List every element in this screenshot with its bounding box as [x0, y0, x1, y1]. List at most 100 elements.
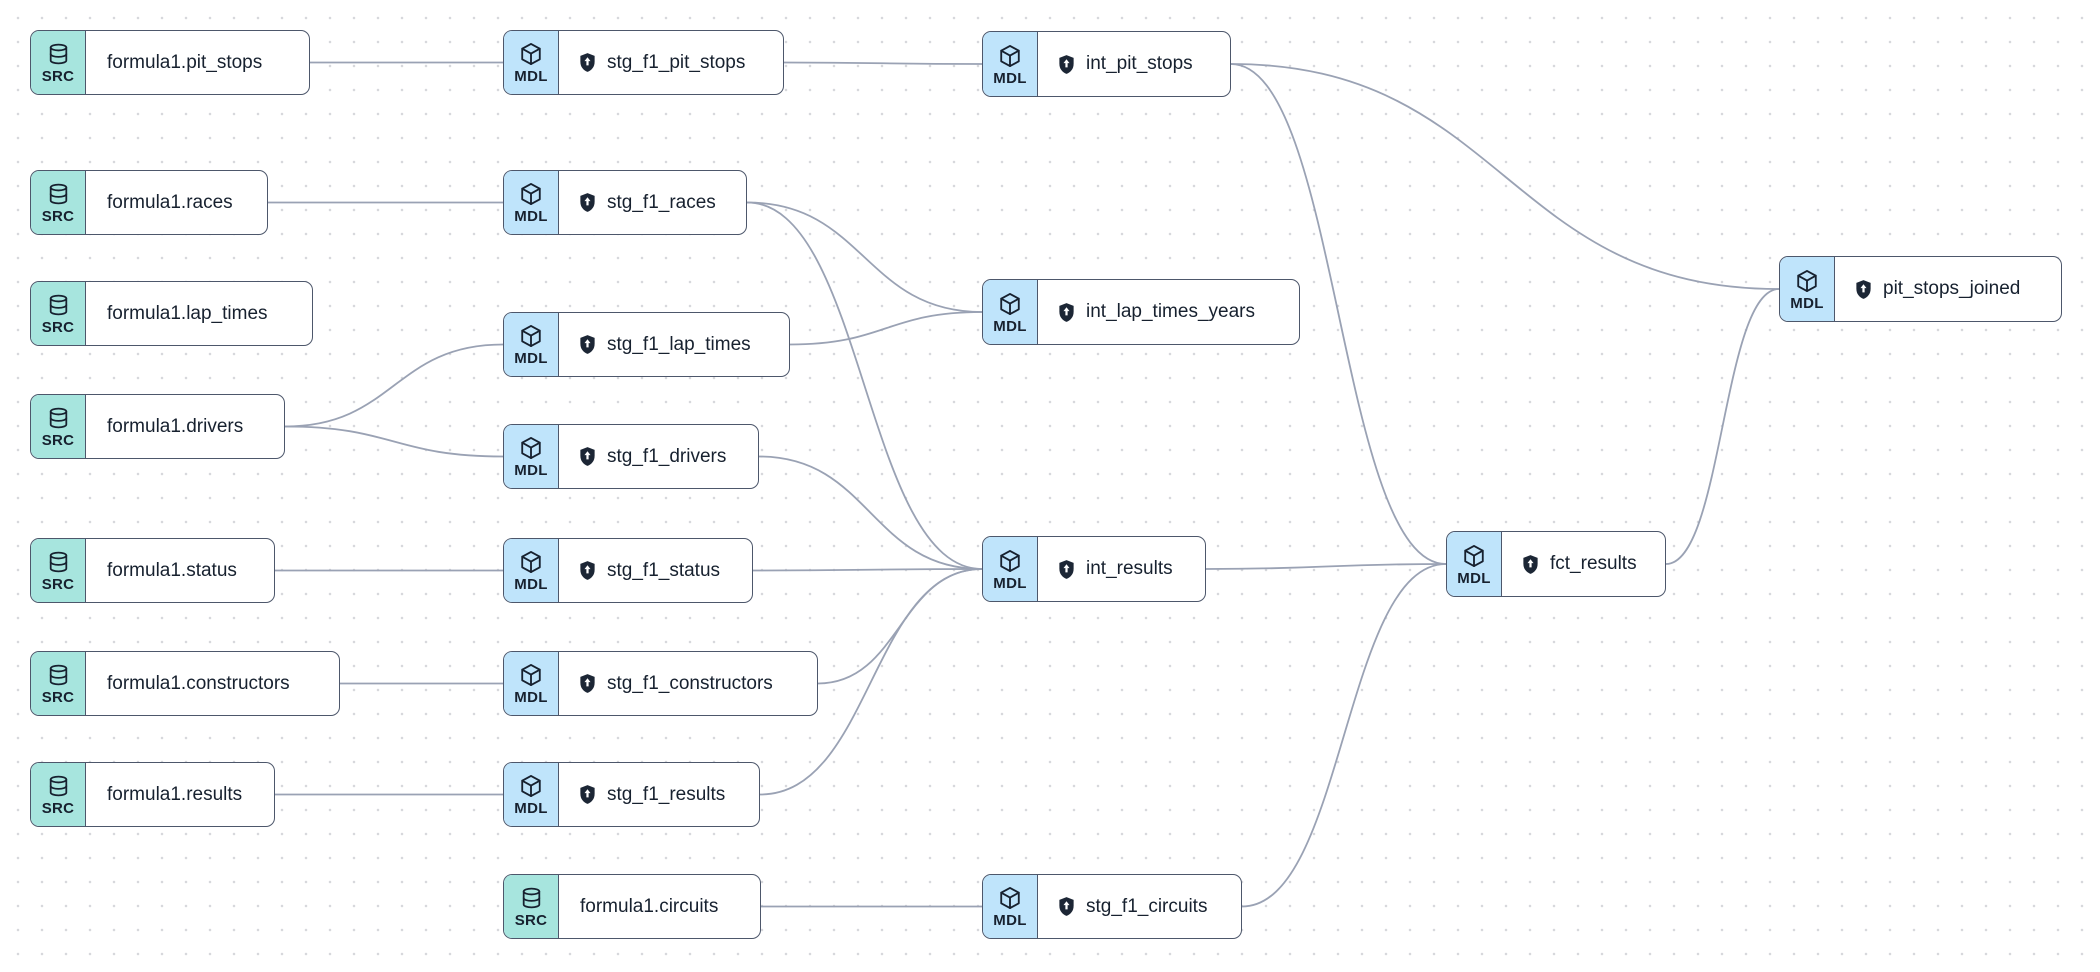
- node-label: formula1.results: [107, 783, 243, 805]
- node-stg_f1_lap_times[interactable]: MDL stg_f1_lap_times: [503, 312, 790, 377]
- badge-label: SRC: [41, 575, 75, 593]
- node-stg_f1_constructors[interactable]: MDL stg_f1_constructors: [503, 651, 818, 716]
- node-body: formula1.circuits: [559, 875, 760, 938]
- badge-label: SRC: [514, 911, 548, 929]
- badge-label: MDL: [514, 350, 548, 367]
- cube-icon: [521, 437, 541, 459]
- node-src_drivers[interactable]: SRC formula1.drivers: [30, 394, 285, 459]
- cube-icon: [1000, 549, 1020, 572]
- shield-icon: [1059, 54, 1074, 74]
- badge-label: SRC: [41, 318, 75, 336]
- node-label: formula1.constructors: [107, 672, 290, 694]
- badge-label: MDL: [514, 800, 548, 817]
- node-stg_f1_races[interactable]: MDL stg_f1_races: [503, 170, 747, 235]
- node-body: stg_f1_pit_stops: [559, 31, 783, 94]
- cube-icon: [1000, 44, 1020, 67]
- badge-label: MDL: [514, 462, 548, 479]
- database-icon: [522, 887, 540, 908]
- node-label: stg_f1_drivers: [607, 445, 727, 467]
- node-body: formula1.races: [86, 171, 267, 234]
- node-src_status[interactable]: SRC formula1.status: [30, 538, 275, 603]
- badge-label: MDL: [993, 912, 1027, 929]
- edge-int_pit_stops-to-pit_stops_joined: [1230, 63, 1780, 290]
- node-body: stg_f1_lap_times: [559, 313, 789, 376]
- node-label: stg_f1_races: [607, 191, 716, 213]
- node-stg_f1_circuits[interactable]: MDL stg_f1_circuits: [982, 874, 1242, 939]
- shield-icon: [580, 447, 595, 466]
- badge-label: SRC: [41, 431, 75, 449]
- model-badge: MDL: [983, 32, 1038, 96]
- cube-icon: [521, 775, 541, 797]
- model-badge: MDL: [983, 537, 1038, 601]
- node-src_results[interactable]: SRC formula1.results: [30, 762, 275, 827]
- database-icon: [49, 183, 67, 204]
- node-body: fct_results: [1502, 532, 1665, 596]
- shield-icon: [580, 785, 595, 804]
- node-body: formula1.pit_stops: [86, 31, 309, 94]
- node-label: formula1.pit_stops: [107, 51, 263, 73]
- node-label: stg_f1_constructors: [607, 672, 773, 694]
- source-badge: SRC: [31, 282, 86, 345]
- shield-icon: [580, 674, 595, 693]
- edge-stg_f1_drivers-to-int_results: [758, 455, 983, 570]
- node-label: pit_stops_joined: [1883, 278, 2021, 299]
- badge-label: MDL: [514, 576, 548, 593]
- node-src_circuits[interactable]: SRC formula1.circuits: [503, 874, 761, 939]
- shield-icon: [580, 335, 595, 354]
- source-badge: SRC: [31, 395, 86, 458]
- model-badge: MDL: [983, 875, 1038, 938]
- node-stg_f1_drivers[interactable]: MDL stg_f1_drivers: [503, 424, 759, 489]
- model-badge: MDL: [504, 425, 559, 488]
- badge-label: SRC: [41, 688, 75, 706]
- cube-icon: [1000, 887, 1020, 909]
- node-body: stg_f1_status: [559, 539, 752, 602]
- database-icon: [49, 294, 67, 315]
- node-stg_f1_status[interactable]: MDL stg_f1_status: [503, 538, 753, 603]
- cube-icon: [1464, 544, 1484, 567]
- edge-src_drivers-to-stg_f1_lap_times: [284, 343, 504, 428]
- source-badge: SRC: [31, 763, 86, 826]
- node-body: stg_f1_constructors: [559, 652, 817, 715]
- cube-icon: [521, 43, 541, 65]
- node-label: stg_f1_circuits: [1086, 895, 1208, 917]
- node-src_constructors[interactable]: SRC formula1.constructors: [30, 651, 340, 716]
- database-icon: [49, 551, 67, 572]
- node-label: formula1.status: [107, 559, 237, 581]
- node-label: formula1.lap_times: [107, 302, 268, 324]
- node-body: stg_f1_races: [559, 171, 746, 234]
- cube-icon: [521, 551, 541, 573]
- badge-label: MDL: [514, 208, 548, 225]
- shield-icon: [1059, 302, 1074, 322]
- cube-icon: [521, 325, 541, 347]
- node-body: formula1.drivers: [86, 395, 284, 458]
- source-badge: SRC: [31, 539, 86, 602]
- edge-fct_results-to-pit_stops_joined: [1665, 288, 1780, 565]
- model-badge: MDL: [504, 171, 559, 234]
- edge-stg_f1_status-to-int_results: [752, 568, 983, 572]
- edge-stg_f1_races-to-int_lap_times_years: [746, 201, 983, 313]
- edge-int_pit_stops-to-fct_results: [1230, 63, 1447, 565]
- node-body: formula1.lap_times: [86, 282, 312, 345]
- node-src_lap_times[interactable]: SRC formula1.lap_times: [30, 281, 313, 346]
- node-label: int_lap_times_years: [1086, 301, 1255, 322]
- node-label: formula1.races: [107, 191, 233, 213]
- node-label: formula1.circuits: [580, 895, 719, 917]
- source-badge: SRC: [504, 875, 559, 938]
- node-body: formula1.results: [86, 763, 274, 826]
- shield-icon: [580, 53, 595, 72]
- cube-icon: [521, 664, 541, 686]
- badge-label: SRC: [41, 799, 75, 817]
- shield-icon: [1856, 279, 1871, 299]
- edge-stg_f1_races-to-int_results: [746, 201, 983, 570]
- badge-label: MDL: [514, 689, 548, 706]
